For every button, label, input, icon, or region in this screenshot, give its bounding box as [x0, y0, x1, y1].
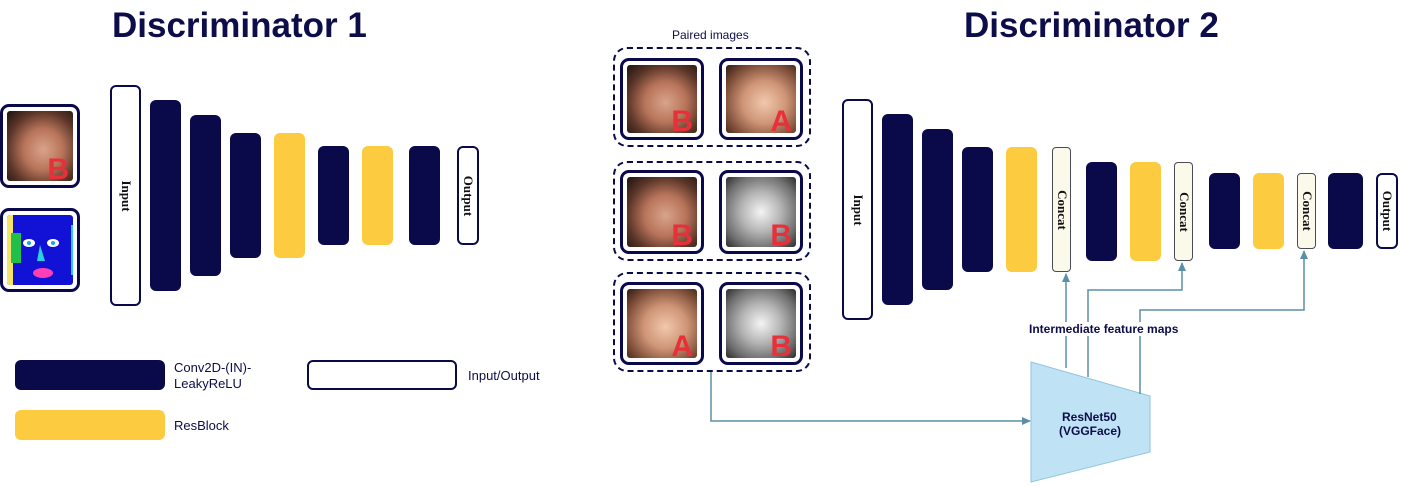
face-photo: B: [726, 289, 796, 358]
legend-conv-swatch: [15, 360, 165, 390]
face-photo: B: [627, 177, 697, 247]
face-mask-image: [7, 215, 73, 285]
face-photo: B: [7, 111, 73, 181]
feature-maps-label: Intermediate feature maps: [1027, 322, 1181, 336]
d2-resblock: [1130, 162, 1161, 261]
d2-conv-layer: [1086, 162, 1117, 261]
d1-conv-layer: [190, 115, 221, 276]
face-photo: B: [627, 65, 697, 133]
face-photo: B: [726, 177, 796, 247]
d2-conv-layer: [882, 114, 913, 305]
image-pair-group: [613, 272, 811, 372]
d1-resblock: [274, 133, 305, 258]
image-letter: B: [770, 219, 792, 248]
legend-io-label: Input/Output: [468, 368, 540, 383]
d1-segmentation-mask: [0, 208, 80, 292]
pair3-image-a: A: [620, 282, 704, 365]
legend-io-swatch: [307, 360, 457, 390]
image-pair-group: [613, 161, 811, 261]
arrow-feature-to-concat-3: [1139, 250, 1308, 394]
discriminator-2-title: Discriminator 2: [964, 6, 1219, 45]
d2-resblock: [1253, 173, 1284, 249]
resnet-label-line2: (VGGFace): [1059, 424, 1122, 438]
d1-conv-layer: [150, 100, 181, 291]
d2-concat-layer: Concat: [1052, 147, 1071, 272]
d2-conv-layer: [922, 129, 953, 290]
arrow-feature-to-concat-2: [1087, 262, 1186, 377]
resnet50-block: [1030, 361, 1151, 483]
d1-conv-layer: [230, 133, 261, 258]
pair2-image-b-bw: B: [719, 170, 803, 254]
mask-shapes: [7, 215, 73, 285]
d1-resblock: [362, 146, 393, 245]
pair1-image-b: B: [620, 58, 704, 140]
image-letter: B: [47, 153, 69, 182]
arrow-pairs-to-resnet: [710, 372, 1031, 425]
d1-conv-layer: [409, 146, 440, 245]
legend-conv-label: Conv2D-(IN)- LeakyReLU: [174, 360, 252, 391]
d2-concat-layer: Concat: [1297, 173, 1316, 249]
face-photo: A: [627, 289, 697, 358]
image-letter: B: [671, 105, 693, 134]
d2-conv-layer: [1328, 173, 1363, 249]
discriminator-1-title: Discriminator 1: [112, 6, 367, 45]
d1-face-image: B: [0, 104, 80, 188]
image-letter: A: [770, 105, 792, 134]
d1-conv-layer: [318, 146, 349, 245]
d2-input-layer: Input: [842, 99, 873, 320]
image-letter: B: [770, 330, 792, 359]
d2-concat-layer: Concat: [1174, 162, 1193, 261]
d2-resblock: [1006, 147, 1037, 272]
image-letter: A: [671, 330, 693, 359]
d1-input-layer: Input: [110, 85, 141, 306]
paired-images-label: Paired images: [672, 28, 749, 42]
d2-conv-layer: [962, 147, 993, 272]
resnet-label-line1: ResNet50: [1062, 410, 1117, 424]
face-photo: A: [726, 65, 796, 133]
d2-output-layer: Output: [1376, 173, 1398, 249]
image-pair-group: [613, 47, 811, 147]
d2-conv-layer: [1209, 173, 1240, 249]
legend-resblock-swatch: [15, 410, 165, 440]
pair3-image-b-bw: B: [719, 282, 803, 365]
pair2-image-b: B: [620, 170, 704, 254]
legend-resblock-label: ResBlock: [174, 418, 229, 433]
pair1-image-a: A: [719, 58, 803, 140]
image-letter: B: [671, 219, 693, 248]
d1-output-layer: Output: [457, 146, 479, 245]
